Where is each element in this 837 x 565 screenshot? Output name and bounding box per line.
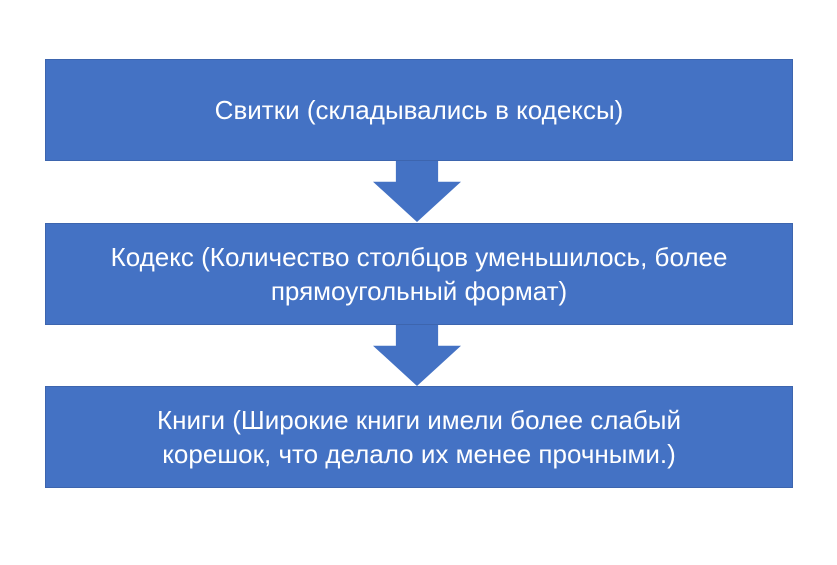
down-arrow-icon	[373, 161, 461, 222]
flow-step-knigi-text-line-1: Книги (Широкие книги имели более слабый	[157, 405, 681, 435]
down-arrow-icon	[373, 325, 461, 386]
flow-step-kodeks: Кодекс (Количество столбцов уменьшилось,…	[45, 223, 793, 325]
flow-step-kodeks-text-line-1: Кодекс (Количество столбцов уменьшилось,…	[110, 242, 728, 272]
flow-step-kodeks-text-line-2: прямоугольный формат)	[270, 276, 568, 306]
flow-step-svitki-text: Свитки (складывались в кодексы)	[214, 95, 624, 125]
flow-step-knigi-text-line-2: корешок, что делало их менее прочными.)	[162, 439, 676, 469]
flow-step-svitki: Свитки (складывались в кодексы)	[45, 59, 793, 161]
flow-step-knigi: Книги (Широкие книги имели более слабый …	[45, 386, 793, 488]
